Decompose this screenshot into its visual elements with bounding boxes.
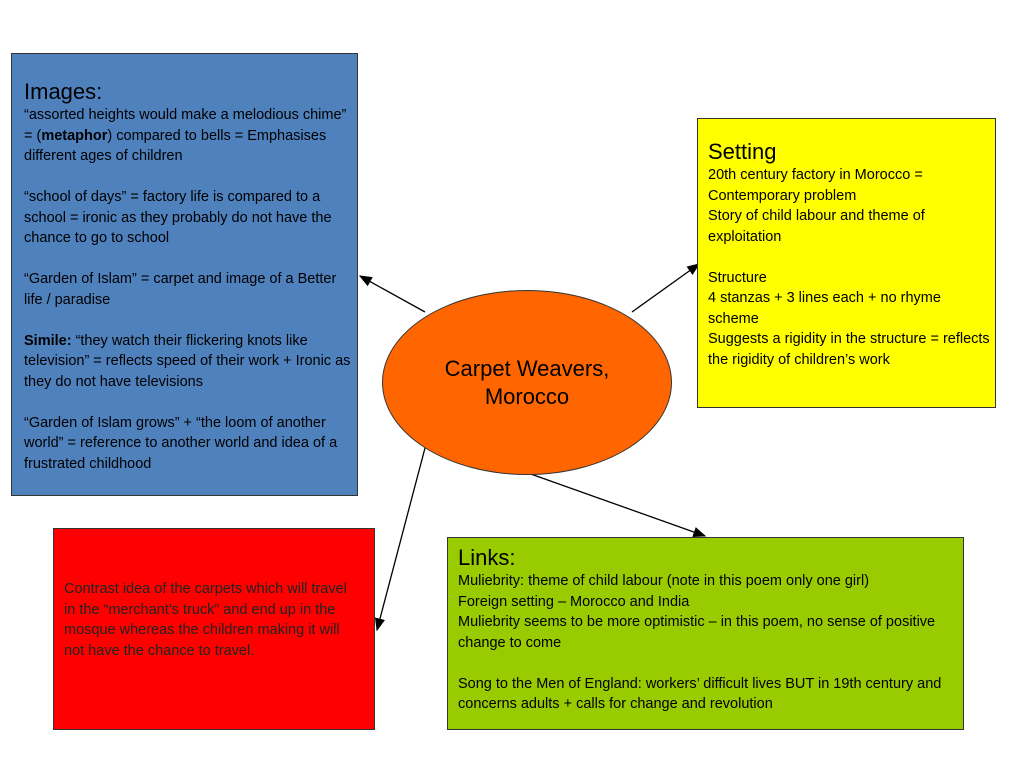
- links-line-1: Muliebrity: theme of child labour (note …: [458, 573, 870, 589]
- images-p1-end: ) compared to bells = Emphasises differe…: [24, 127, 327, 165]
- images-box: Images: “assorted heights would make a m…: [11, 53, 358, 496]
- links-heading: Links:: [458, 545, 516, 570]
- setting-box: Setting 20th century factory in Morocco …: [697, 118, 996, 408]
- links-line-3: Muliebrity seems to be more optimistic –…: [458, 614, 936, 651]
- central-topic-label: Carpet Weavers, Morocco: [444, 355, 610, 409]
- links-box: Links: Muliebrity: theme of child labour…: [447, 537, 964, 730]
- images-simile-label: Simile:: [24, 332, 72, 349]
- central-topic-ellipse: Carpet Weavers, Morocco: [382, 290, 672, 475]
- images-point-school: “school of days” = factory life is compa…: [24, 189, 332, 246]
- images-point-loom: “Garden of Islam grows” + “the loom of a…: [24, 414, 338, 472]
- links-line-4: Song to the Men of England: workers’ dif…: [458, 675, 942, 713]
- links-line-2: Foreign setting – Morocco and India: [458, 593, 690, 610]
- images-p1-text: “assorted heights would make a melodious…: [24, 107, 347, 144]
- contrast-text: Contrast idea of the carpets which will …: [64, 581, 347, 659]
- structure-line-2: Suggests a rigidity in the structure = r…: [708, 331, 990, 368]
- structure-label: Structure: [708, 269, 767, 286]
- images-point-simile: Simile: “they watch their flickering kno…: [24, 331, 351, 393]
- images-point-metaphor: “assorted heights would make a melodious…: [24, 105, 351, 167]
- images-p1-bold: metaphor: [41, 127, 108, 144]
- structure-line-1: 4 stanzas + 3 lines each + no rhyme sche…: [708, 290, 941, 327]
- images-simile-text: “they watch their flickering knots like …: [24, 332, 351, 390]
- arrow-to-contrast: [374, 447, 426, 632]
- images-heading: Images:: [24, 79, 103, 104]
- images-point-garden: “Garden of Islam” = carpet and image of …: [24, 271, 337, 308]
- arrow-to-links: [527, 472, 707, 537]
- setting-heading: Setting: [708, 139, 777, 164]
- contrast-box: Contrast idea of the carpets which will …: [53, 528, 375, 730]
- arrow-to-images: [358, 275, 426, 313]
- setting-line-1: 20th century factory in Morocco = Contem…: [708, 167, 923, 204]
- setting-line-2: Story of child labour and theme of explo…: [708, 208, 925, 245]
- arrow-to-setting: [631, 263, 701, 313]
